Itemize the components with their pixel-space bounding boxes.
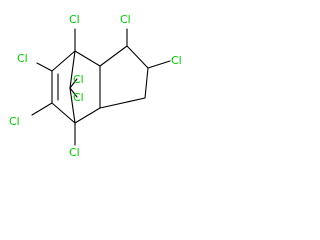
bond [74, 50, 101, 67]
bond [69, 50, 76, 89]
bond [126, 45, 149, 69]
bond [144, 67, 149, 99]
bond [51, 50, 76, 72]
bond [99, 97, 146, 109]
bond [51, 102, 76, 124]
bond [69, 87, 78, 98]
chlorine-label: Cl [73, 91, 84, 104]
chlorine-label: Cl [69, 13, 80, 26]
bond [69, 78, 78, 89]
chlorine-label: Cl [171, 54, 182, 67]
bond [147, 60, 171, 69]
bond [69, 87, 76, 124]
chlorine-label: Cl [17, 52, 28, 65]
bond [36, 62, 53, 72]
bond [31, 102, 53, 116]
chlorine-label: Cl [9, 115, 20, 128]
bond-group [31, 28, 171, 146]
chemical-structure-diagram: Cl Cl Cl Cl Cl Cl Cl Cl [9, 13, 182, 159]
chlorine-label: Cl [73, 73, 84, 86]
atom-label-group: Cl Cl Cl Cl Cl Cl Cl Cl [9, 13, 182, 159]
chlorine-label: Cl [69, 146, 80, 159]
chlorine-label: Cl [120, 13, 131, 26]
bond [99, 45, 128, 67]
bond [74, 107, 101, 124]
